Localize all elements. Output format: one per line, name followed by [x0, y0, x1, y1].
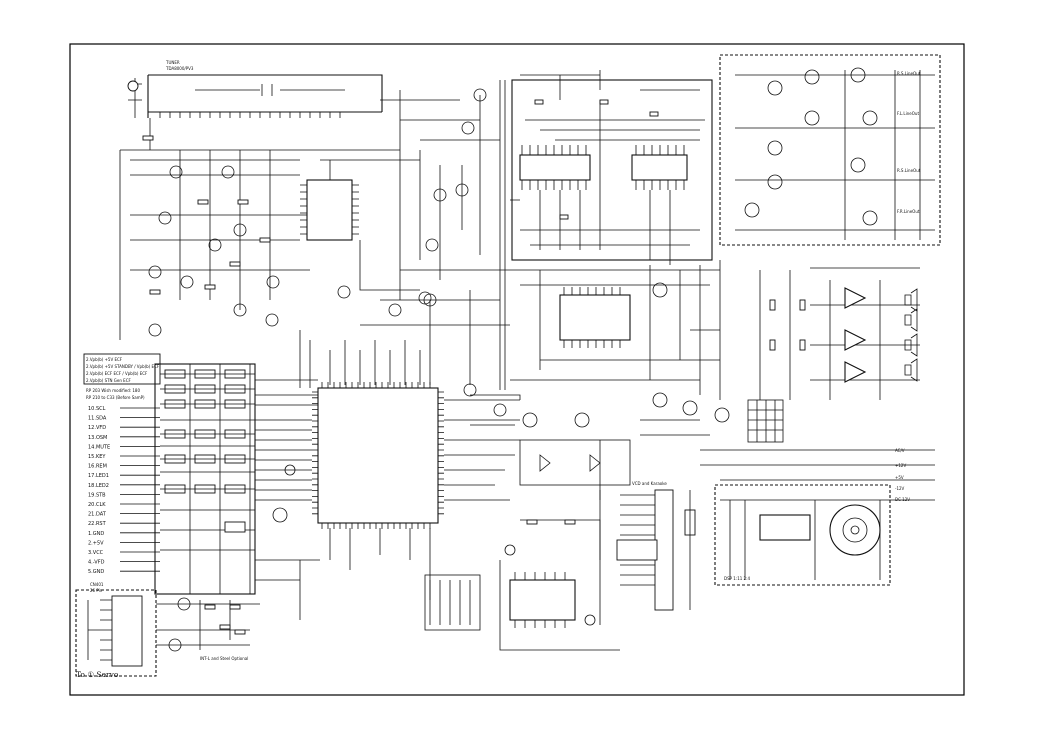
decoder-ics: [511, 70, 713, 265]
front-panel-block: 2.Vpb(b) +5V ECF 2.Vpb(b) +5V STANDBY / …: [83, 353, 161, 593]
cn-label: CN401: [90, 582, 104, 587]
panel-row-2: 2.Vpb(b) +5V STANDBY / Vpb(b) ECF: [86, 364, 160, 369]
if-processor: [300, 80, 510, 326]
connector-pin-label: 10.SCL: [88, 406, 106, 412]
vcd-label: VCD and Karaoke: [632, 481, 667, 486]
connector-pin-label: 20.CLK: [88, 502, 106, 508]
power-label-1: AC/V: [895, 448, 905, 453]
connector-rows: 10.SCL 11.SDA 12.VFD 13.OSM 14.MUTE 15.KEY 16.…: [88, 406, 160, 575]
mpeg-decoder: [255, 340, 520, 600]
connector-pin-label: 18.LED2: [88, 483, 109, 489]
connector-pin-label: 22.RST: [88, 521, 107, 527]
line-out-label-2: F.L.LineOut: [897, 111, 919, 116]
rf-servo-area: [388, 265, 730, 486]
keypad-and-power: AC/V +12V +5V -12V DC 12V DSP 1:11 2:4: [700, 399, 935, 586]
logic-buffers: [154, 363, 256, 595]
connector-pin-label: 19.STB: [88, 492, 106, 498]
connector-pin-label: 12.VFD: [88, 425, 106, 431]
connector-pin-label: 11.SDA: [88, 416, 107, 422]
power-label-2: +12V: [895, 463, 906, 468]
power-label-4: -12V: [895, 486, 905, 491]
connector-pin-label: 14.MUTE: [88, 444, 110, 450]
memory-ic-area: [424, 519, 620, 651]
tuner-section: TUNER TDA8000/PV3: [119, 60, 400, 340]
connector-pin-label: 3.VCC: [88, 550, 104, 556]
panel-row-4: 2.Vpb(b) STN Gen ECF: [86, 378, 131, 383]
dsp-label: DSP 1:11 2:4: [724, 576, 750, 581]
line-out-section: R.S.LineOut F.L.LineOut R.S.LineOut F.R.…: [719, 54, 941, 246]
power-label-5: DC 12V: [895, 497, 910, 502]
servo-footer: To ① Servo: [76, 670, 119, 679]
servo-connector: To ① Servo INT-L and Steel Optional: [75, 589, 260, 679]
line-out-label-4: F.R.LineOut: [897, 209, 920, 214]
connector-pin-label: 21.DAT: [88, 512, 107, 518]
connector-pin-label: 13.OSM: [88, 435, 107, 441]
connector-pin-label: 4.-VFD: [88, 560, 105, 566]
tuner-model: TDA8000/PV3: [165, 66, 194, 71]
connector-pin-label: 5.GND: [88, 569, 104, 575]
connector-pin-label: 2.+5V: [88, 540, 104, 546]
connector-pin-label: 17.LED1: [88, 473, 109, 479]
line-out-label-3: R.S.LineOut: [897, 168, 921, 173]
connector-pin-label: 1.GND: [88, 531, 104, 537]
tuner-label: TUNER: [165, 60, 180, 65]
connector-pin-label: 16.REM: [88, 464, 107, 470]
servo-note: INT-L and Steel Optional: [200, 656, 248, 661]
connector-pin-label: 15.KEY: [88, 454, 106, 460]
line-out-label-1: R.S.LineOut: [897, 71, 921, 76]
sheet-border: [69, 43, 965, 696]
panel-note-1: RP 203 Wish modified: 180: [86, 388, 140, 393]
panel-row-1: 2.Vpb(b) +5V ECF: [86, 357, 123, 362]
power-label-3: +5V: [895, 475, 904, 480]
panel-note-2: RP 210 to C33 (Before SamP): [86, 395, 145, 400]
vcd-karaoke: VCD and Karaoke: [599, 481, 696, 625]
panel-row-3: 2.Vpb(b) ECF ECF / Vpb(b) ECF: [86, 371, 148, 376]
